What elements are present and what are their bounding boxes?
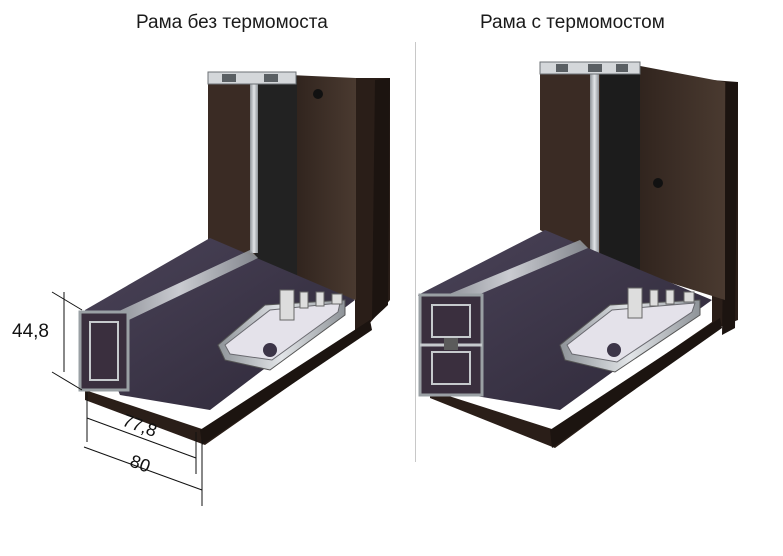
right-frame-hole-icon bbox=[653, 178, 663, 188]
title-frame-with-thermal-bridge: Рама с термомостом bbox=[480, 12, 665, 33]
dimension-outer-width-label: 80 bbox=[127, 451, 153, 477]
right-frame-bracket bbox=[559, 287, 701, 373]
right-frame-vertical-alu-strip bbox=[590, 72, 599, 254]
panel-divider bbox=[415, 42, 416, 462]
left-frame-vertical-channel bbox=[255, 76, 297, 276]
left-frame-hole-icon bbox=[313, 89, 323, 99]
right-frame-front-profile bbox=[430, 322, 715, 448]
left-frame-bracket bbox=[217, 289, 346, 371]
dimension-lines bbox=[51, 291, 203, 506]
right-frame-back-wall bbox=[630, 64, 725, 300]
frame-without-thermal-bridge bbox=[78, 71, 390, 445]
right-frame-wall-edge bbox=[722, 82, 738, 335]
left-frame-front-profile bbox=[85, 330, 355, 445]
frame-with-thermal-bridge bbox=[418, 61, 738, 448]
right-frame-vertical-channel bbox=[600, 70, 640, 270]
right-frame-cross-section bbox=[418, 293, 484, 397]
title-frame-without-thermal-bridge: Рама без термомоста bbox=[136, 12, 328, 33]
right-frame-floor bbox=[418, 230, 712, 410]
left-frame-wall-edge bbox=[372, 78, 390, 320]
left-frame-back-wall bbox=[290, 75, 356, 300]
left-frame-top-cap bbox=[207, 71, 297, 85]
left-frame-vertical-alu-strip bbox=[250, 78, 258, 253]
left-frame-cross-section bbox=[78, 310, 130, 392]
dimension-height-label: 44,8 bbox=[12, 321, 49, 342]
left-frame-floor bbox=[85, 238, 355, 410]
